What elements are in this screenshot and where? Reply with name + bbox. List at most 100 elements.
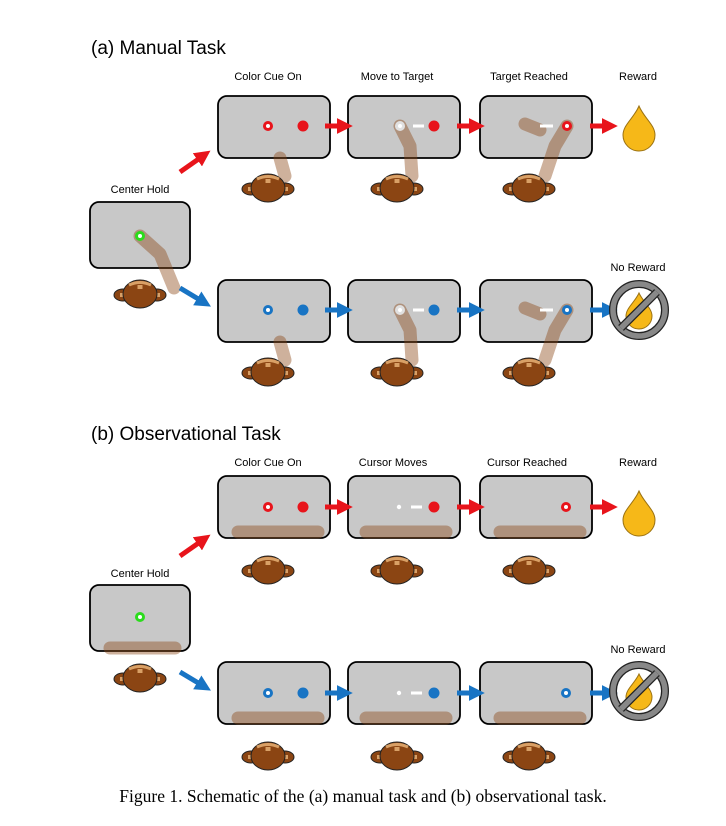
monkey xyxy=(241,741,295,771)
monkey-ear-inner xyxy=(377,569,382,573)
branch-arrow xyxy=(178,285,211,307)
panel-a-title: (a) Manual Task xyxy=(91,38,226,59)
monkey-face xyxy=(385,557,409,563)
monkey xyxy=(241,555,295,585)
no-reward-label-a: No Reward xyxy=(610,262,666,274)
monkey-ear-inner xyxy=(283,569,288,573)
cue-ring-center xyxy=(398,124,402,128)
monkey xyxy=(370,173,424,203)
monkey-nose xyxy=(526,747,532,751)
monkey-face xyxy=(517,359,541,365)
monkey-nose xyxy=(526,363,532,367)
monkey xyxy=(241,173,295,203)
monkey-ear-inner xyxy=(544,371,549,375)
monkey-head xyxy=(511,173,547,203)
monkey-arm xyxy=(518,301,547,321)
monkey-nose xyxy=(394,747,400,751)
monkey xyxy=(241,357,295,387)
cue-ring-center xyxy=(398,308,402,312)
monkey-ear-inner xyxy=(248,187,253,191)
monkey-head xyxy=(379,357,415,387)
monkey-arm xyxy=(518,117,547,137)
monkey-nose xyxy=(137,669,143,673)
monkey xyxy=(502,741,556,771)
cursor-dot xyxy=(396,504,402,510)
monkey-face xyxy=(256,359,280,365)
panel-b-title: (b) Observational Task xyxy=(91,424,281,445)
step-label-target-reached: Target Reached xyxy=(490,71,568,83)
monkey-arm xyxy=(273,335,292,367)
no-reward-icon xyxy=(609,280,669,340)
monkey-arm xyxy=(273,151,292,183)
monkey-ear-inner xyxy=(509,569,514,573)
monkey-head xyxy=(250,555,286,585)
monkey-head xyxy=(379,555,415,585)
monkey-face xyxy=(517,175,541,181)
monkey-arm xyxy=(133,229,181,295)
drop-shape xyxy=(622,104,656,152)
prohibit-bar xyxy=(619,290,659,330)
monkey xyxy=(370,555,424,585)
cue-ring-center xyxy=(266,505,270,509)
monkey xyxy=(370,357,424,387)
monkey-head xyxy=(250,173,286,203)
row-a-red-screen-1 xyxy=(217,95,331,159)
monkey-ear-inner xyxy=(544,187,549,191)
cue-ring-center xyxy=(564,691,568,695)
reward-label-b: Reward xyxy=(619,457,657,469)
monkey-face xyxy=(128,281,152,287)
target-dot xyxy=(428,501,440,513)
figure-caption: Figure 1. Schematic of the (a) manual ta… xyxy=(119,786,607,806)
step-label-color-cue-a: Color Cue On xyxy=(234,71,302,83)
monkey-ear-inner xyxy=(544,569,549,573)
no-reward-label-b: No Reward xyxy=(610,644,666,656)
monkey-ear-inner xyxy=(120,677,125,681)
monkey-nose xyxy=(526,179,532,183)
prohibit-bar xyxy=(619,671,659,711)
monkey-center-b xyxy=(113,663,167,693)
monkey xyxy=(502,173,556,203)
monkey-ear-inner xyxy=(248,371,253,375)
monkey-arm xyxy=(538,119,574,183)
monkey-ear-inner xyxy=(248,569,253,573)
target-dot xyxy=(428,687,440,699)
monkey-arm xyxy=(393,119,419,183)
cue-ring-center xyxy=(266,308,270,312)
step-label-cursor-reached: Cursor Reached xyxy=(486,457,568,469)
row-a-blue-screen-1 xyxy=(217,279,331,343)
reward-drop-icon xyxy=(622,489,656,537)
monkey-ear-inner xyxy=(155,677,160,681)
monkey-head xyxy=(250,357,286,387)
monkey-face xyxy=(256,743,280,749)
branch-arrow xyxy=(178,150,211,175)
monkey-nose xyxy=(265,179,271,183)
no-reward-icon xyxy=(609,661,669,721)
monkey-ear-inner xyxy=(412,755,417,759)
monkey-ear-inner xyxy=(283,187,288,191)
monkey-head xyxy=(122,663,158,693)
step-label-move-to-target: Move to Target xyxy=(360,71,434,83)
monkey-face xyxy=(128,665,152,671)
monkey-arm xyxy=(538,303,574,367)
monkey-face xyxy=(385,175,409,181)
monkey-ear-inner xyxy=(283,371,288,375)
cue-ring-center xyxy=(564,505,568,509)
cursor-dot xyxy=(396,690,402,696)
monkey-face xyxy=(256,175,280,181)
step-label-cursor-moves: Cursor Moves xyxy=(358,457,428,469)
monkey-head xyxy=(511,555,547,585)
target-dot xyxy=(297,120,309,132)
monkey xyxy=(370,741,424,771)
prohibit-ring xyxy=(610,662,668,720)
center-hold-label-a: Center Hold xyxy=(110,184,170,196)
monkey-ear-inner xyxy=(412,187,417,191)
monkey-ear-inner xyxy=(283,755,288,759)
monkey-ear-inner xyxy=(248,755,253,759)
monkey-ear-inner xyxy=(509,187,514,191)
center-hold-label-b: Center Hold xyxy=(110,568,170,580)
monkey-center-a xyxy=(113,279,167,309)
branch-arrow xyxy=(178,669,211,691)
monkey-head xyxy=(511,357,547,387)
monkey-head xyxy=(379,173,415,203)
